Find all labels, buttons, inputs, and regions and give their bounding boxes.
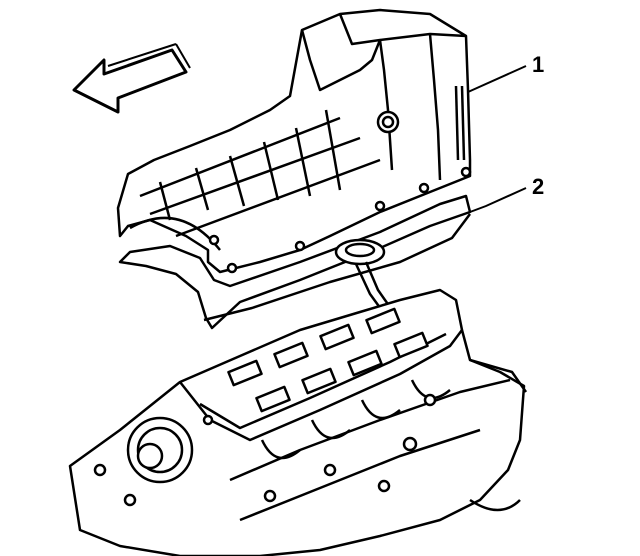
oil-pan-part	[116, 8, 472, 274]
direction-arrow-icon	[72, 43, 191, 114]
callout-2-label: 2	[532, 174, 544, 199]
callout-1-leader	[467, 65, 527, 93]
callout-1-label: 1	[532, 52, 544, 77]
engine-block-part	[68, 288, 528, 556]
callout-leaders	[467, 65, 527, 213]
callout-2-leader	[469, 187, 527, 213]
